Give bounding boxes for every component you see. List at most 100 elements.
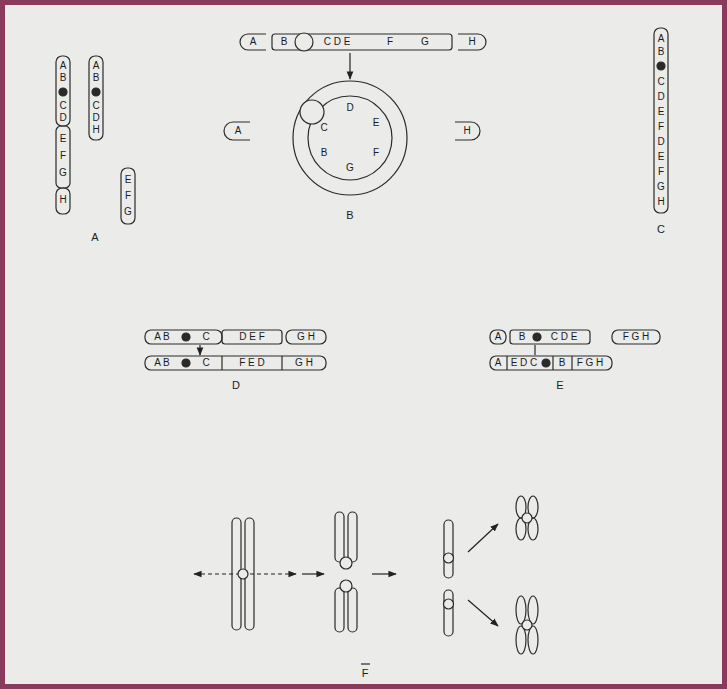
gene-letters-box: C D H [90, 100, 102, 136]
gene-letters-box: F E D [239, 356, 265, 370]
gene-letters-box: G [421, 35, 429, 49]
gene-letter: D [346, 102, 353, 113]
panel-label: F [362, 667, 369, 679]
centromere [444, 599, 454, 609]
gene-letters-box: A B [154, 330, 170, 344]
panel-label-box: C [657, 222, 665, 236]
gene-letters-box: B [321, 146, 328, 160]
gene-letters-box: A [495, 330, 502, 344]
gene-letter: G H [297, 331, 315, 342]
gene-letters-box: B [281, 35, 288, 49]
centromere [59, 88, 67, 96]
gene-letters-box: C [202, 330, 209, 344]
centromere [92, 88, 100, 96]
pairing-line [534, 345, 535, 355]
gene-letter: C D H [92, 100, 99, 135]
gene-letters-box: C D E [324, 35, 351, 49]
chromosome [89, 56, 103, 140]
break-point [281, 356, 282, 370]
gene-letter: C D [59, 100, 66, 123]
gene-letter: G H [295, 357, 313, 368]
gene-letters-box: B [519, 330, 526, 344]
end-fragment [455, 122, 480, 140]
gene-letter: A [235, 125, 242, 136]
chromosome [490, 356, 612, 370]
chromatid [444, 590, 453, 636]
isochromosome-arm [516, 626, 526, 654]
gene-letter: B [559, 357, 566, 368]
gene-letters-box: G H [295, 356, 313, 370]
panel-label: E [556, 379, 563, 391]
isochromosome-arm [528, 596, 538, 624]
gene-letters-box: D E F [239, 330, 265, 344]
gene-letters-box: F [387, 35, 393, 49]
gene-letters-box: A [235, 124, 242, 138]
gene-letter: A B [154, 357, 170, 368]
break-point [552, 356, 553, 370]
gene-letter: H [463, 125, 470, 136]
gene-letter: C [202, 357, 209, 368]
centromere [238, 569, 248, 579]
chromosome-segment [56, 56, 70, 126]
ring-chromosome [293, 81, 407, 195]
centromere [182, 359, 190, 367]
gene-letters-box: F [373, 146, 379, 160]
gene-letter: A B [60, 60, 67, 83]
chromosome-segment [490, 330, 506, 344]
panel-label: B [346, 209, 353, 221]
gene-letter: E F G [124, 174, 132, 217]
chromosome-segment [612, 330, 660, 344]
gene-letters-box: E [373, 116, 380, 130]
centromere [522, 620, 532, 630]
gene-letters-box: G H [297, 330, 315, 344]
gene-letters-box: C [320, 121, 327, 135]
centromere [340, 580, 352, 592]
end-fragment [458, 34, 486, 50]
gene-letter: G [346, 162, 354, 173]
arrow [199, 345, 200, 355]
end-fragment [240, 34, 266, 50]
centromere [295, 33, 313, 51]
chromosome-segment [145, 330, 222, 344]
break-point [506, 356, 507, 370]
gene-letters-box: G [346, 161, 354, 175]
gene-letter: C D E [551, 331, 578, 342]
arrow [349, 53, 350, 79]
break-point [221, 356, 222, 370]
gene-letter: E [373, 117, 380, 128]
centromere [444, 553, 454, 563]
panel-label-box: E [556, 378, 563, 392]
centromere [542, 359, 550, 367]
centromere [657, 62, 665, 70]
gene-letter: E D C [511, 357, 538, 368]
centromere [340, 557, 352, 569]
gene-letters-box: H [57, 194, 69, 206]
gene-letters-box: H [468, 35, 475, 49]
gene-letter: E F G [59, 133, 67, 178]
gene-letter: F [373, 147, 379, 158]
chromosome [145, 356, 326, 370]
panel-label-box: D [232, 378, 240, 392]
gene-letter: C D E [324, 36, 351, 47]
arrow [372, 573, 396, 574]
gene-letter: F [387, 36, 393, 47]
centromere [300, 100, 324, 124]
gene-letter: B [519, 331, 526, 342]
gene-letters-box: H [463, 124, 470, 138]
centromere [522, 513, 532, 523]
gene-letter: A [495, 357, 502, 368]
gene-letters-box: E D C [511, 356, 538, 370]
gene-letter: F G H [623, 331, 650, 342]
gene-letters-box: C D E F D E F G H [655, 74, 667, 209]
gene-letter: C [202, 331, 209, 342]
panel-label: A [91, 231, 98, 243]
gene-letter: A [495, 331, 502, 342]
frame [3, 3, 725, 687]
chromosome-segment [272, 34, 452, 50]
gene-letters-box: A B [57, 60, 69, 84]
end-fragment [224, 122, 250, 140]
chromosome-segment [56, 126, 70, 188]
gene-letters-box: F G H [623, 330, 650, 344]
